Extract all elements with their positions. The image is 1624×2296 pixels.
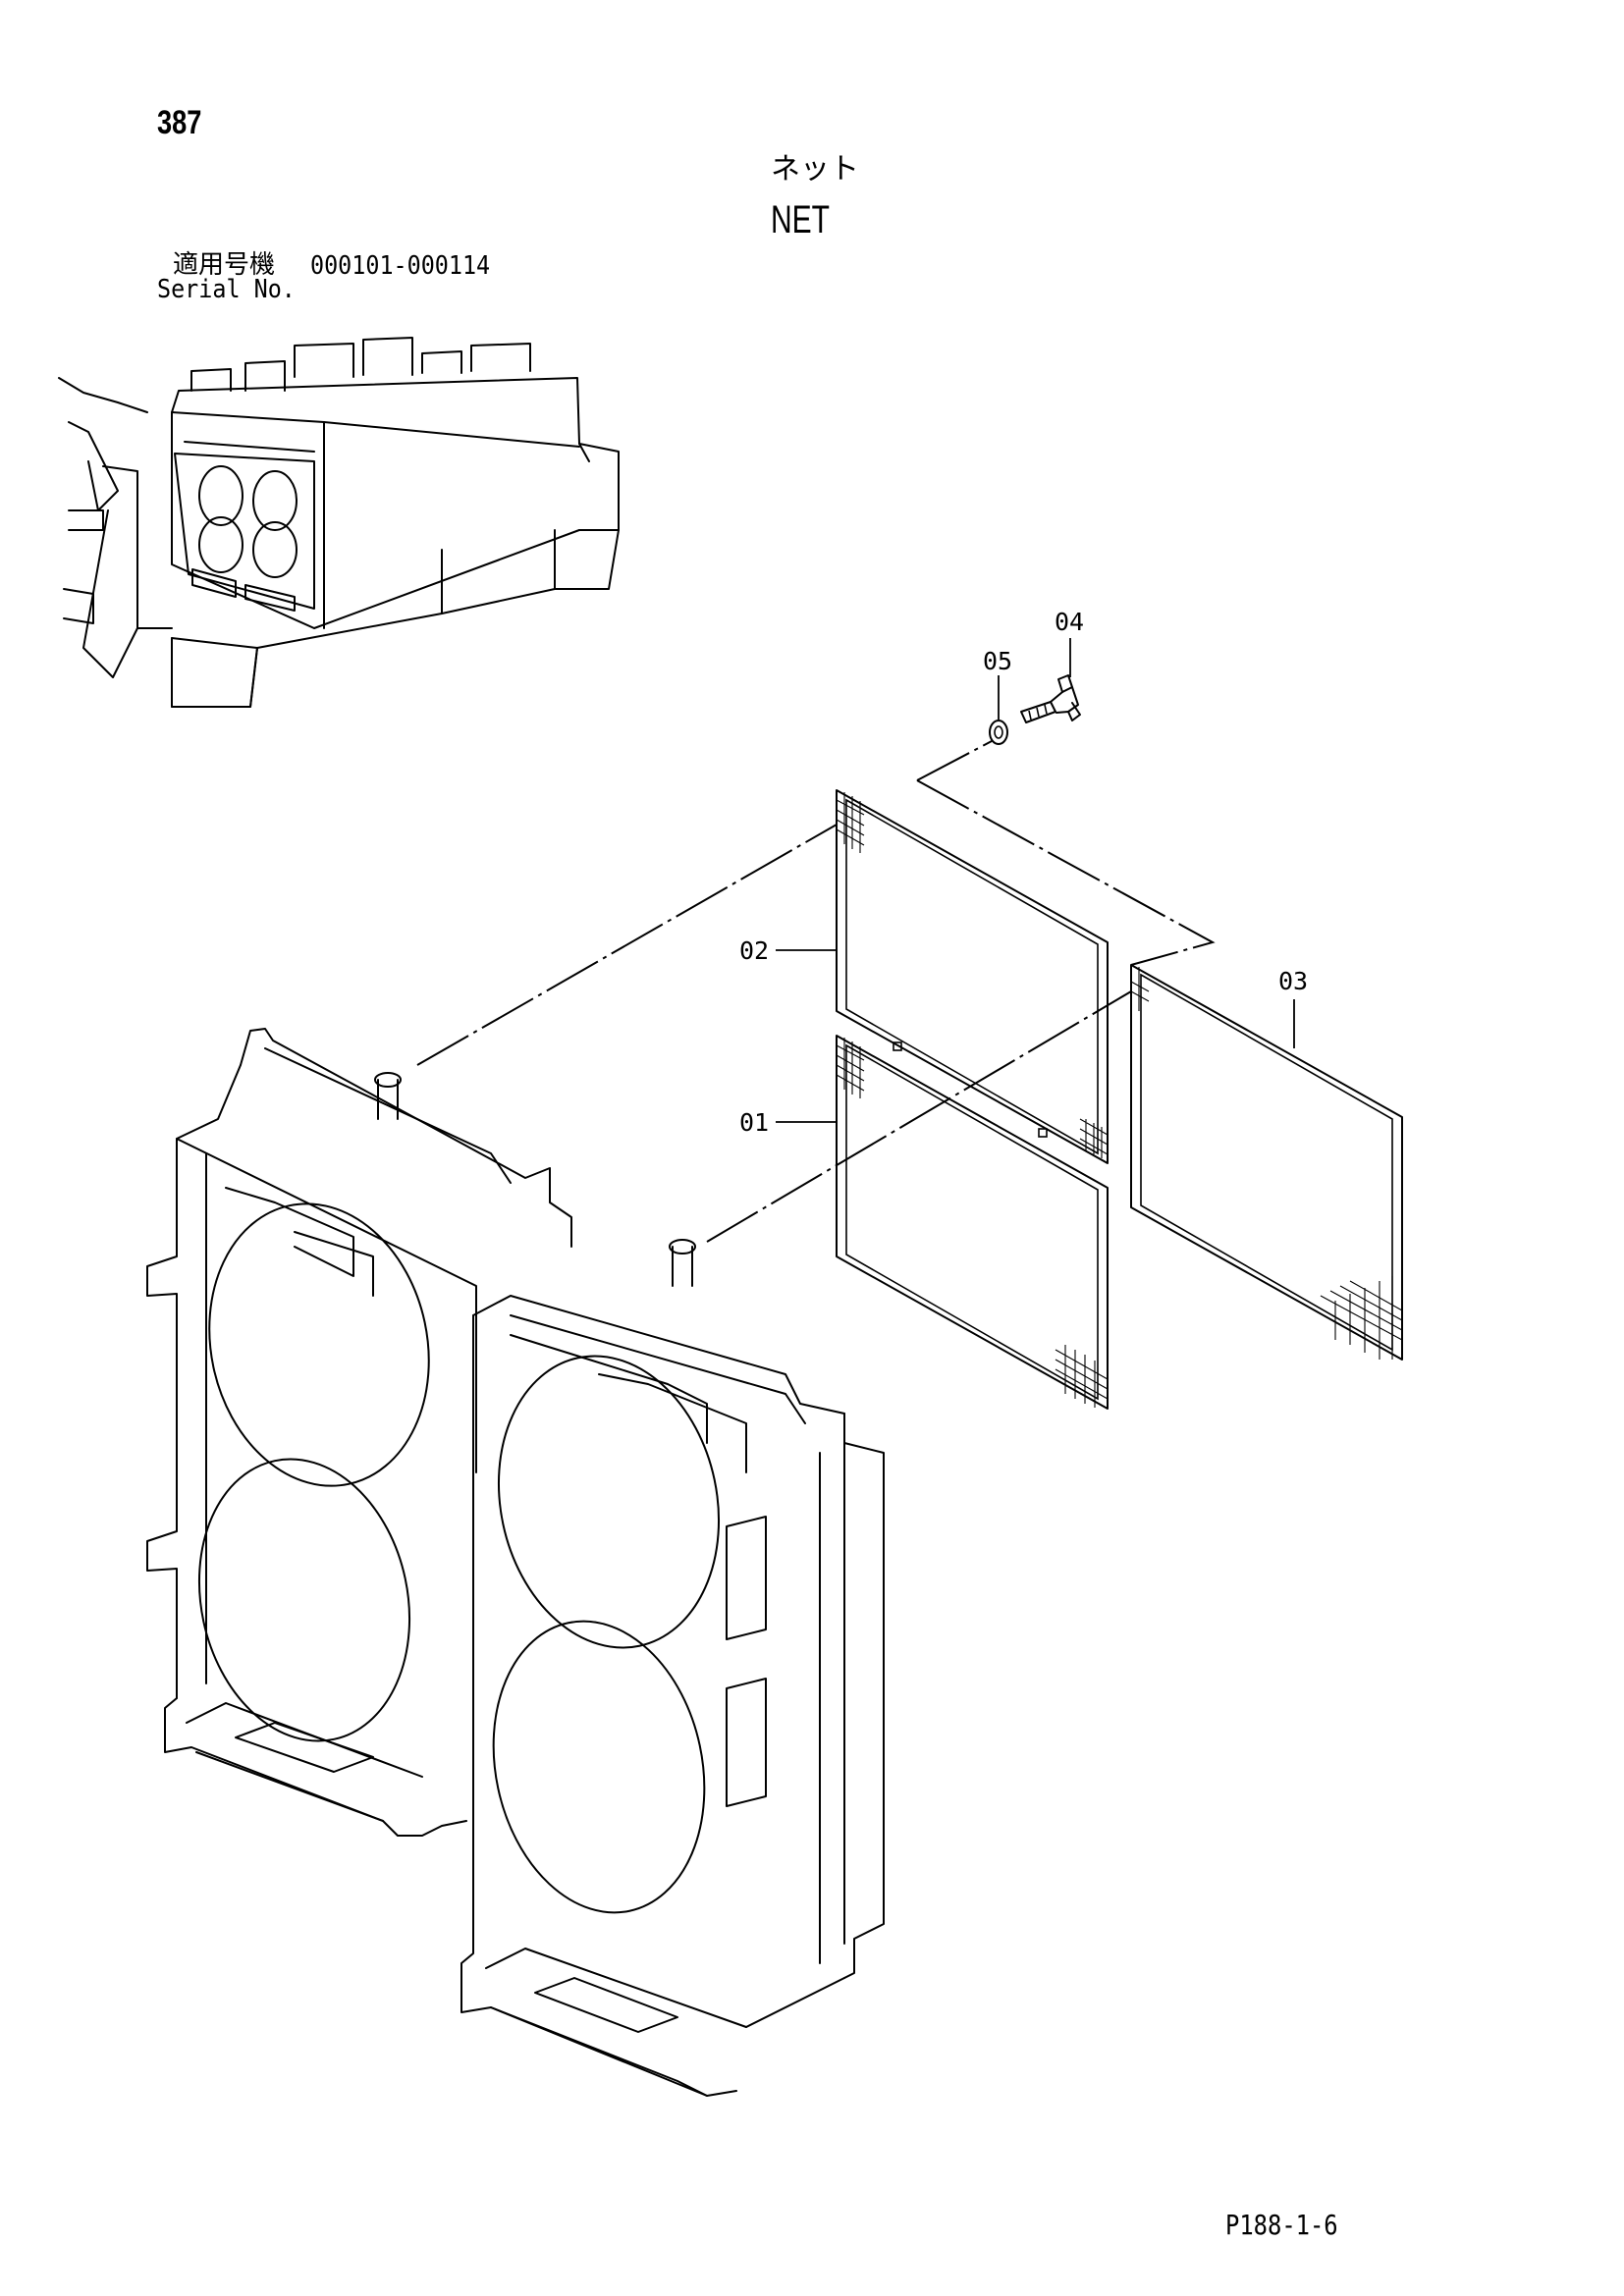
radiator-assembly	[146, 1028, 885, 2097]
callout-04: 04	[1055, 608, 1084, 636]
machine-location-view	[58, 337, 620, 708]
callout-02: 02	[739, 936, 769, 965]
page-number: 387	[157, 104, 202, 141]
serial-range: 000101-000114	[310, 251, 491, 281]
callout-05: 05	[983, 647, 1012, 675]
net-01	[836, 1035, 1109, 1410]
callout-leaders	[776, 638, 1295, 1123]
title-japanese: ネット	[771, 152, 859, 187]
assembly-lines	[416, 740, 1216, 1243]
page-code: P188-1-6	[1225, 2209, 1338, 2241]
callout-01: 01	[739, 1108, 769, 1137]
serial-label-japanese: 適用号機	[173, 250, 276, 280]
serial-label-english: Serial No.	[157, 275, 296, 304]
washer-05	[989, 720, 1008, 745]
wing-bolt-04	[1020, 674, 1081, 723]
net-02	[836, 789, 1109, 1164]
net-03	[1130, 964, 1403, 1361]
title-english: NET	[771, 198, 830, 241]
callout-03: 03	[1278, 967, 1308, 995]
